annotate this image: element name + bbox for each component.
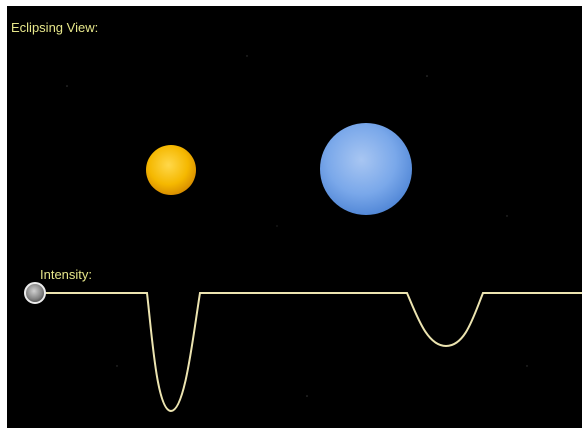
page-title: Eclipsing View: (11, 20, 99, 35)
eclipse-canvas (24, 55, 582, 413)
circle-marker-icon[interactable] (24, 282, 46, 304)
intensity-label: Intensity: (40, 267, 93, 282)
yellow-star (146, 145, 196, 195)
light-curve (43, 292, 582, 413)
eclipsing-view-panel: Eclipsing View: Intensity: (7, 6, 582, 428)
background-stars (66, 55, 528, 397)
blue-star (320, 123, 412, 215)
